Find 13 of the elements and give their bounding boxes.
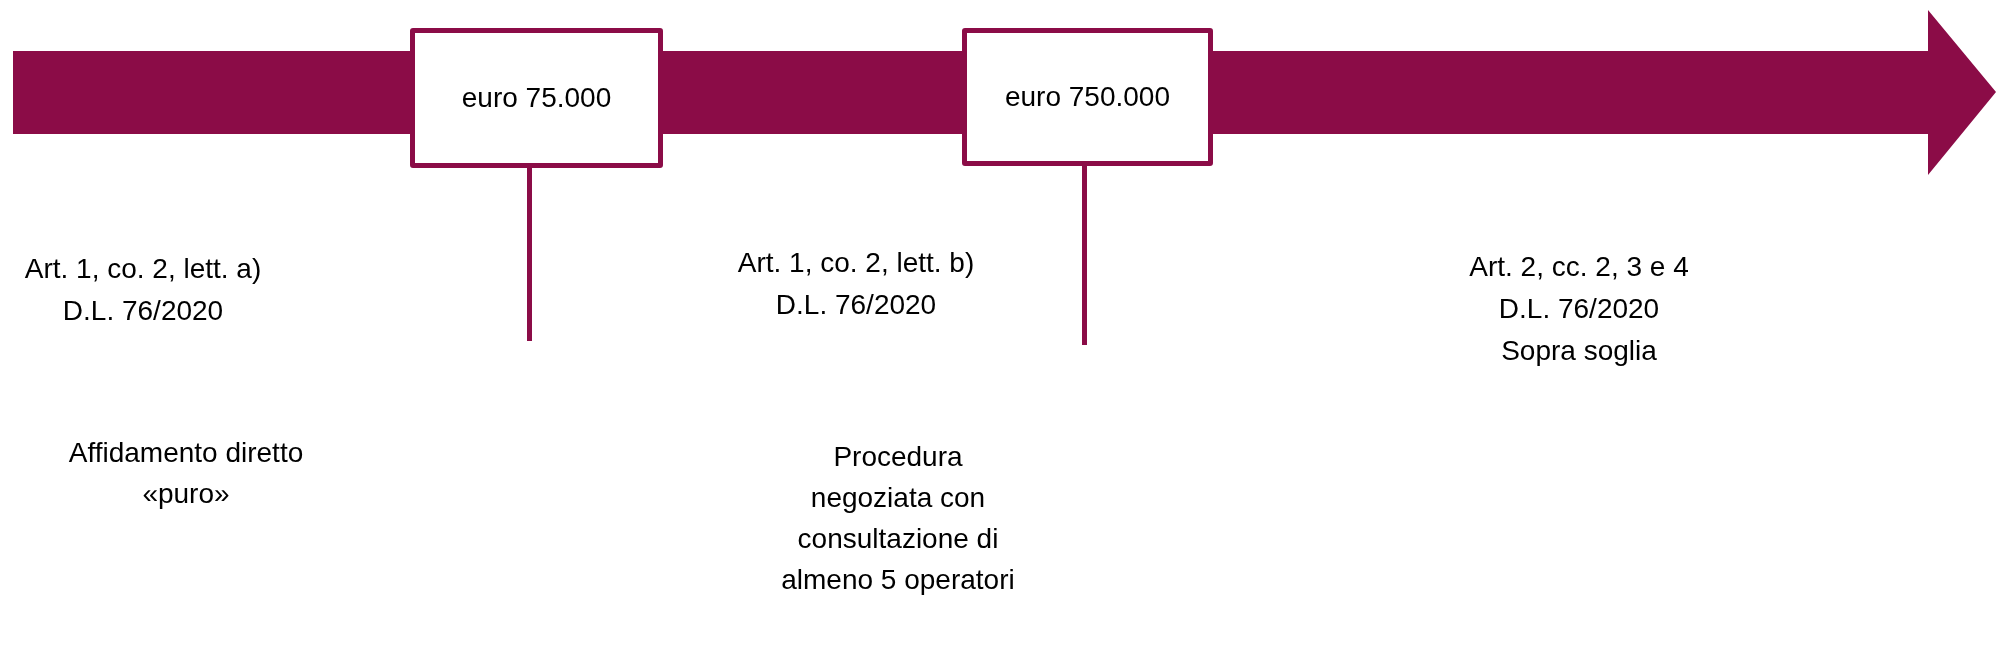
label-text: Art. 1, co. 2, lett. b) [736,246,976,280]
label-text: Sopra soglia [1500,334,1658,368]
label-text: Art. 2, cc. 2, 3 e 4 [1468,250,1690,284]
threshold-box: euro 750.000 [962,28,1213,166]
label-text: D.L. 76/2020 [1497,292,1661,326]
marker-line [527,168,532,341]
label-text: D.L. 76/2020 [774,288,938,322]
marker-line [1082,166,1087,345]
label-text: D.L. 76/2020 [61,294,225,328]
threshold-box: euro 75.000 [410,28,663,168]
label-text: Affidamento diretto «puro» [67,436,305,511]
label-text: Art. 1, co. 2, lett. a) [23,252,263,286]
label-text: Procedura negoziata con consultazione di almeno 5 operatori [780,440,1016,597]
